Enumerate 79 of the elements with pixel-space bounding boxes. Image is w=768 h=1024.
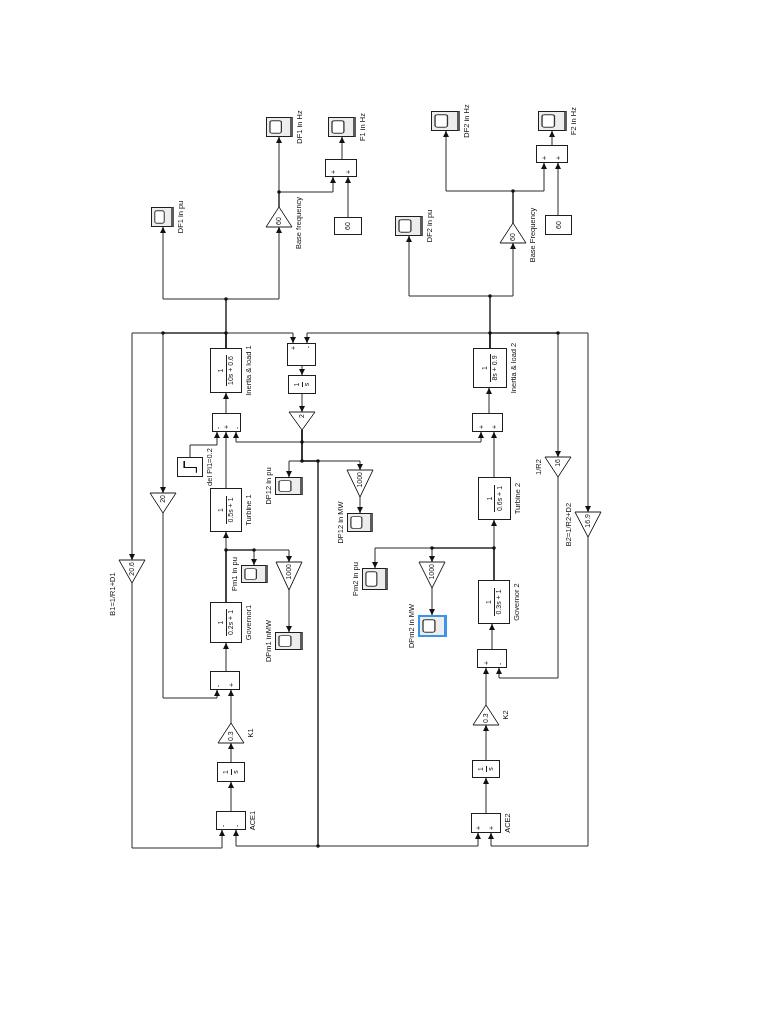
sum-block [216,811,246,830]
scope-block [395,216,423,236]
signal-arrow [339,136,345,160]
integrator-block [288,375,316,394]
signal-arrow [489,332,591,513]
signal-arrow [512,162,547,224]
sum-block [477,649,507,668]
signal-arrow [228,689,234,724]
gain-triangle [473,705,499,725]
sum-block [325,159,357,177]
signal-arrow [223,642,229,672]
gain-triangle [575,512,601,537]
signal-arrow [357,496,363,514]
transfer-function-block [210,602,242,643]
signal-arrow [429,547,495,581]
gain-triangle [289,412,315,430]
signal-arrow [223,392,229,414]
signal-arrow [483,777,489,814]
signal-arrow [129,332,227,561]
gain-triangle [347,470,373,497]
scope-block [362,568,388,590]
gain-triangle [266,207,292,227]
constant-block [334,217,362,235]
signal-arrow [286,589,292,633]
gain-triangle [150,493,176,513]
integrator-block [217,762,245,782]
gain-triangle [276,562,302,590]
scope-block [275,632,303,650]
signal-arrow [549,130,555,146]
signal-arrow [345,176,351,218]
signal-arrow [225,226,282,349]
transfer-function-block [478,477,511,520]
scope-block [241,565,268,583]
signal-arrow [189,431,220,458]
scope-block [418,615,447,637]
signal-arrow [131,582,225,849]
scope-block [275,477,303,495]
signal-arrow [486,387,492,414]
sum-block [210,671,240,690]
gain-triangle [218,723,244,743]
signal-arrow [162,512,220,699]
signal-arrow [429,587,435,616]
scope-block [151,207,174,227]
signal-arrow [489,623,495,650]
signal-arrow [278,176,336,208]
signal-arrow [299,393,305,413]
gain-triangle [419,562,445,588]
signal-arrow [223,431,229,489]
transfer-function-block [473,348,507,388]
signal-arrow [555,162,561,216]
gain-triangle [119,560,145,583]
transfer-function-block [210,348,242,393]
sum-block [472,413,503,432]
signal-arrow [496,476,559,679]
scope-block [431,111,460,131]
signal-arrow [299,365,305,376]
transfer-function-block [478,580,510,624]
signal-arrow [483,724,489,761]
step-block [177,457,203,477]
integrator-block [472,760,500,778]
signal-arrow [489,242,516,349]
gain-triangle [500,223,526,243]
sum-block [287,343,316,366]
scope-block [347,513,373,532]
transfer-function-block [210,488,242,532]
sum-block [536,145,568,163]
sum-block [212,413,241,432]
signal-arrow [225,549,292,603]
signal-arrow [491,431,497,478]
gain-triangle [545,457,571,477]
scope-block [328,117,356,137]
signal-arrow [228,781,234,812]
scope-block [266,117,293,137]
signal-arrow [228,742,234,763]
signal-arrow [488,536,589,847]
constant-block [545,215,572,235]
signal-arrow [483,667,489,706]
scope-block [538,111,567,131]
sum-block [471,813,501,833]
